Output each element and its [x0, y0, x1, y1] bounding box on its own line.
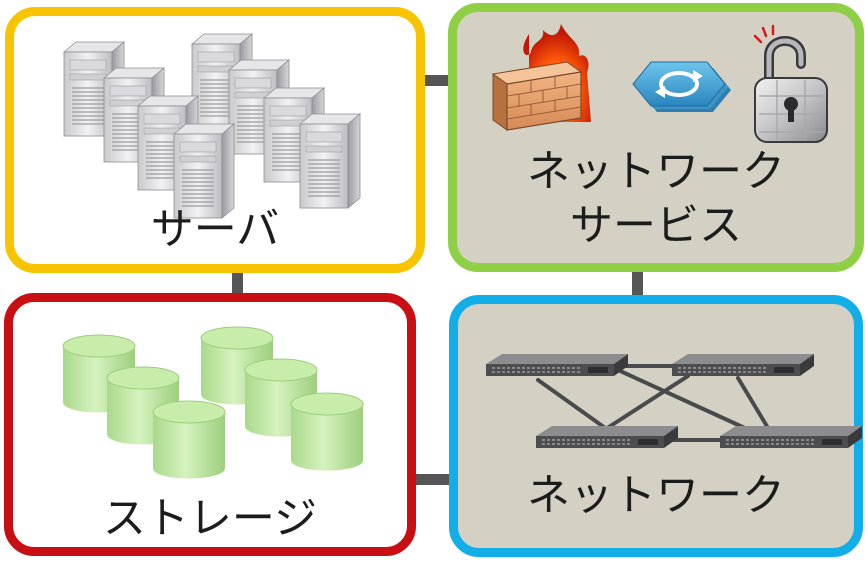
network-services-label-line1: ネットワーク — [527, 147, 785, 197]
storage-label: ストレージ — [102, 494, 318, 544]
firewall-icon — [491, 24, 591, 131]
network-switch-icon — [485, 353, 629, 377]
server-tower-icon — [299, 113, 361, 209]
load-balancer-icon — [632, 61, 731, 112]
storage-panel: ストレージ — [4, 293, 416, 556]
network-panel: ネットワーク — [449, 295, 863, 557]
network-services-label-line2: サービス — [570, 201, 742, 251]
connector-servers-storage — [232, 264, 243, 302]
network-switch-icon — [535, 425, 679, 449]
database-cylinder-icon — [152, 400, 226, 479]
network-services-panel: ネットワーク サービス — [448, 3, 864, 272]
padlock-icon — [753, 24, 828, 143]
connector-storage-network — [408, 474, 458, 485]
network-label: ネットワーク — [527, 471, 785, 521]
network-services-icons — [491, 24, 828, 143]
servers-panel: サーバ — [5, 7, 425, 273]
database-cylinder-icon — [290, 392, 364, 471]
connector-servers-netsvc — [415, 75, 460, 86]
network-switch-icon — [719, 425, 863, 449]
connector-netsvc-network — [632, 264, 643, 304]
network-switch-icon — [671, 353, 815, 377]
servers-label: サーバ — [150, 205, 280, 255]
network-topology — [485, 353, 863, 449]
